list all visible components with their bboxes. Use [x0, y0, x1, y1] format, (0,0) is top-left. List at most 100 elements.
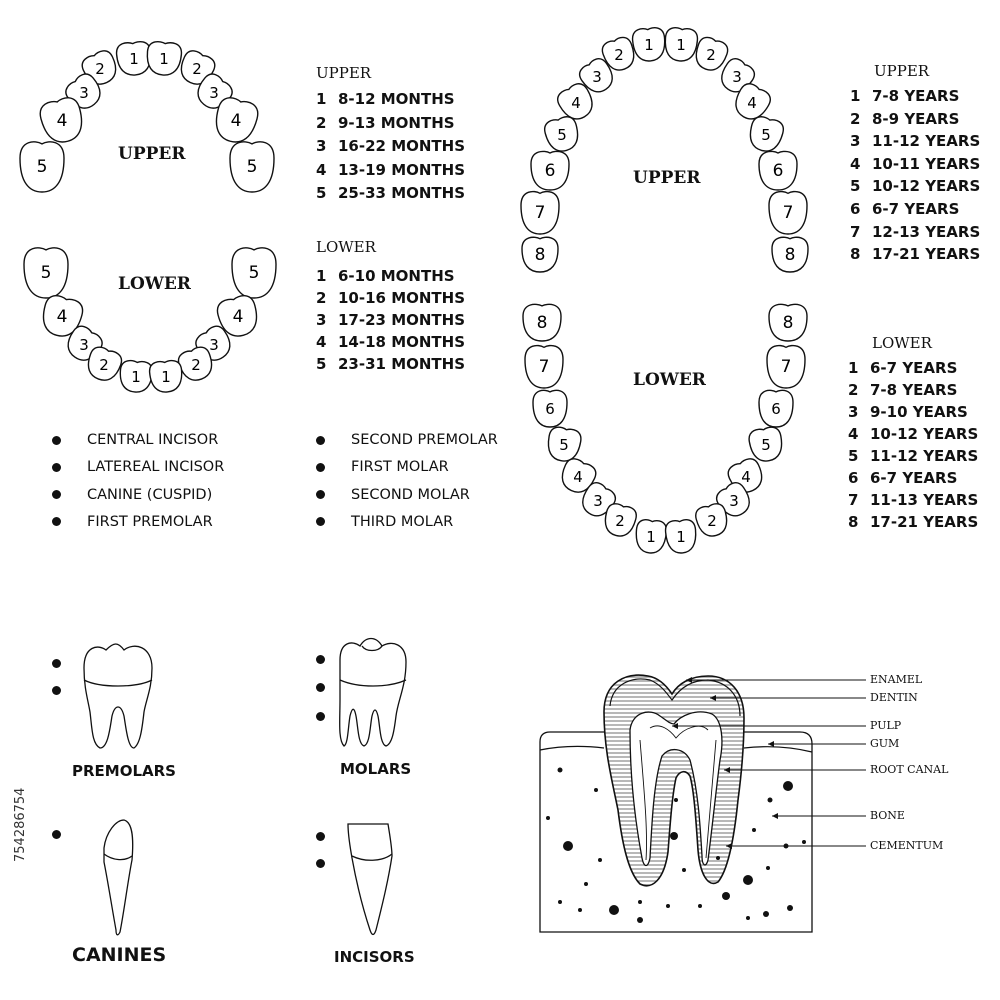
bone-dot — [787, 905, 793, 911]
permanent-lower-tooth — [766, 344, 806, 389]
legend-item: FIRST PREMOLAR — [52, 509, 224, 536]
permanent-lower-tooth — [758, 389, 794, 428]
permanent-lower-tooth — [664, 519, 697, 554]
primary-lower-tooth — [148, 359, 183, 393]
tooth-number: 5 — [249, 263, 260, 283]
primary-lower-tooth — [23, 247, 69, 299]
bone-label: BONE — [870, 809, 905, 822]
primary-lower-tooth — [216, 295, 258, 337]
bone-dot — [557, 767, 563, 773]
tooth-number: 4 — [233, 307, 244, 327]
legend-item: LATEREAL INCISOR — [52, 454, 224, 481]
tooth-number: 3 — [732, 68, 742, 86]
stock-id-text: 754286754 — [13, 787, 28, 862]
legend-right: SECOND PREMOLAR FIRST MOLAR SECOND MOLAR… — [316, 427, 498, 536]
permanent-lower-tooth — [748, 426, 783, 462]
bone-dot — [638, 900, 642, 904]
tooth-number: 1 — [161, 368, 171, 386]
bullet-icon — [316, 855, 351, 871]
permanent-lower-tooth — [524, 344, 564, 389]
tooth-number: 2 — [191, 356, 201, 374]
tooth-number: 6 — [545, 161, 556, 181]
legend-item: CANINE (CUSPID) — [52, 482, 224, 509]
primary-lower-heading: LOWER — [316, 238, 376, 256]
tooth-number: 3 — [209, 336, 219, 354]
tooth-number: 3 — [209, 84, 219, 102]
tooth-number: 1 — [131, 368, 141, 386]
bone-dot — [682, 868, 686, 872]
permanent-upper-tooth — [521, 236, 559, 273]
legend-item: CENTRAL INCISOR — [52, 427, 224, 454]
primary-upper-tooth — [229, 141, 275, 193]
molars-caption: MOLARS — [340, 760, 412, 778]
tooth-number: 6 — [773, 161, 784, 181]
permanent-upper-tooth — [664, 26, 699, 62]
tooth-number: 5 — [557, 126, 567, 144]
tooth-number: 7 — [783, 203, 794, 223]
permanent-upper-tooth — [601, 36, 635, 71]
tooth-number: 7 — [781, 357, 792, 377]
tooth-number: 4 — [231, 111, 242, 131]
tooth-number: 5 — [247, 157, 258, 177]
permanent-upper-tooth — [557, 83, 593, 120]
primary-upper-tooth — [215, 97, 259, 143]
tooth-number: 7 — [539, 357, 550, 377]
permanent-lower-tooth — [768, 303, 808, 342]
permanent-lower-tooth — [715, 481, 750, 517]
primary-lower-tooth — [42, 295, 84, 337]
anatomy-arrowheads — [672, 677, 778, 849]
premolar-tooth-icon — [83, 643, 153, 749]
permanent-upper-tooth — [530, 150, 570, 191]
bone-dot — [546, 816, 550, 820]
bone-dot — [767, 797, 773, 803]
bullet-icon — [52, 462, 61, 472]
incisor-tooth-icon — [347, 823, 393, 936]
permanent-upper-tooth — [543, 116, 579, 152]
tooth-number: 6 — [545, 400, 555, 418]
bullet-icon — [316, 462, 325, 472]
premolars-caption: PREMOLARS — [72, 762, 176, 780]
primary-upper-tooth — [39, 97, 83, 143]
dentin-label: DENTIN — [870, 691, 918, 704]
tooth-number: 1 — [644, 36, 654, 54]
bone-dot — [752, 828, 756, 832]
bone-dot — [598, 858, 602, 862]
permanent-upper-tooth — [520, 190, 560, 235]
molar-tooth-icon — [339, 637, 407, 747]
tooth-number: 1 — [646, 528, 656, 546]
tooth-number: 5 — [41, 263, 52, 283]
permanent-lower-tooth — [547, 426, 582, 462]
bullet-icon — [316, 679, 351, 695]
bullet-icon — [316, 708, 351, 724]
bone-dot — [670, 832, 678, 840]
permanent-upper-tooth — [758, 150, 798, 191]
tooth-number: 4 — [57, 111, 68, 131]
tooth-number: 1 — [129, 50, 139, 68]
tooth-number: 1 — [159, 50, 169, 68]
bone-dot — [743, 875, 753, 885]
bone-dot — [666, 904, 670, 908]
tooth-number: 2 — [706, 46, 716, 64]
legend-item: FIRST MOLAR — [316, 454, 498, 481]
bone-dot — [594, 788, 598, 792]
bullet-icon — [52, 682, 87, 698]
tooth-number: 8 — [785, 245, 796, 265]
permanent-lower-tooth — [604, 503, 637, 537]
